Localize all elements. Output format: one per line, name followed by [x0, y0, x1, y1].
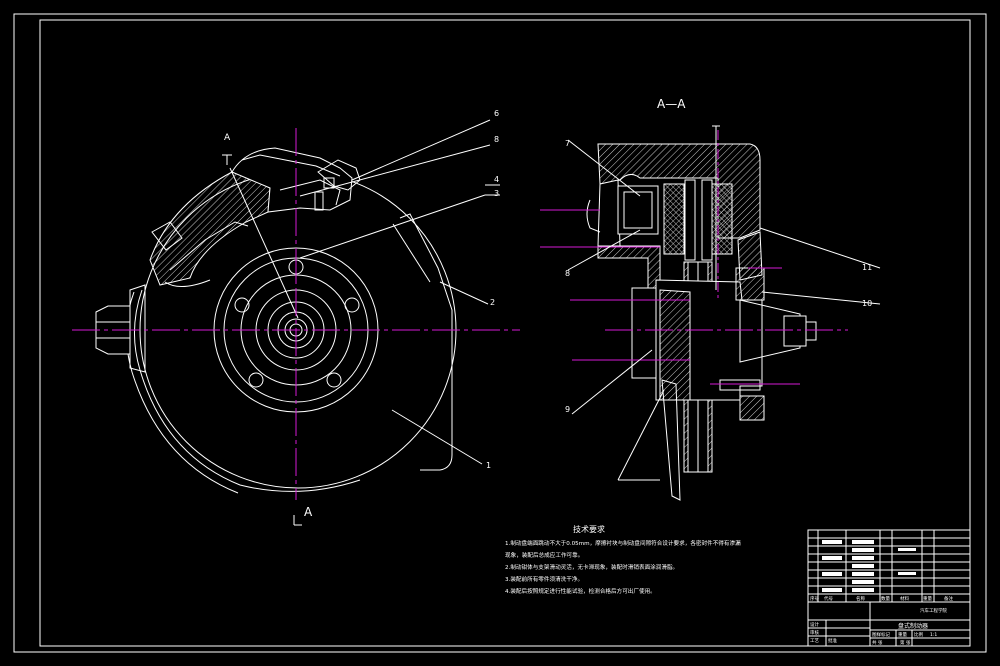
tb-sign-approve: 批准 — [828, 637, 837, 644]
tb-info-mark: 图样标记 — [872, 631, 890, 638]
section-title: A—A — [657, 97, 686, 111]
balloon-2: 2 — [490, 298, 495, 307]
title-block: 序号 代号 名称 数量 材料 重量 备注 盘式制动器 汽车工程学院 设计 审核 … — [807, 529, 971, 647]
balloon-3: 3 — [494, 189, 499, 198]
tb-header-seq: 序号 — [810, 595, 819, 602]
tb-header-material: 材料 — [900, 595, 909, 602]
section-mark-top: A — [224, 133, 231, 143]
tb-info-scale-value: 1:1 — [930, 632, 937, 638]
tb-header-code: 代号 — [824, 595, 833, 602]
drawing-name: 盘式制动器 — [898, 622, 928, 630]
front-view — [72, 119, 520, 526]
tb-header-weight: 重量 — [923, 595, 932, 602]
tb-info-scale: 比例 — [914, 631, 923, 638]
outer-border — [13, 13, 987, 653]
tech-line-2: 现象，装配后总成应工作可靠。 — [505, 551, 583, 559]
balloon-8: 8 — [494, 135, 499, 144]
tb-header-note: 备注 — [944, 595, 953, 602]
tech-line-5: 4.装配后按照规定进行性能试验，检测合格后方可出厂使用。 — [505, 587, 656, 595]
tb-header-qty: 数量 — [881, 595, 890, 602]
tb-info-sheets: 共 张 — [872, 639, 883, 646]
balloon-1: 1 — [486, 461, 491, 470]
tech-line-1: 1.制动盘端面跳动不大于0.05mm，摩擦衬块与制动盘间隙符合设计要求，各密封件… — [505, 539, 741, 547]
balloon-10: 10 — [862, 299, 872, 308]
tb-sign-design: 设计 — [810, 621, 819, 628]
tb-header-name: 名称 — [856, 595, 865, 602]
tb-sign-review: 审核 — [810, 629, 819, 636]
balloon-7: 7 — [565, 139, 570, 148]
balloon-9: 9 — [565, 405, 570, 414]
section-mark-bottom: A — [304, 505, 313, 519]
tech-heading: 技术要求 — [573, 524, 605, 534]
balloon-6: 6 — [494, 109, 499, 118]
section-view — [540, 125, 881, 501]
balloon-11: 11 — [862, 263, 872, 272]
inner-border — [39, 19, 971, 647]
tech-requirements: 技术要求 1.制动盘端面跳动不大于0.05mm，摩擦衬块与制动盘间隙符合设计要求… — [505, 524, 741, 595]
balloon-4: 4 — [494, 175, 499, 184]
company: 汽车工程学院 — [920, 607, 947, 614]
tech-line-3: 2.制动钳体与支架滑动灵活，无卡滞现象，装配时滑销表面涂润滑脂。 — [505, 563, 678, 571]
tb-sign-process: 工艺 — [810, 638, 819, 644]
balloon-8b: 8 — [565, 269, 570, 278]
tb-info-sheet: 第 张 — [900, 639, 911, 646]
tb-info-weight: 重量 — [898, 631, 907, 638]
tech-line-4: 3.装配前所有零件须清洗干净。 — [505, 575, 583, 583]
